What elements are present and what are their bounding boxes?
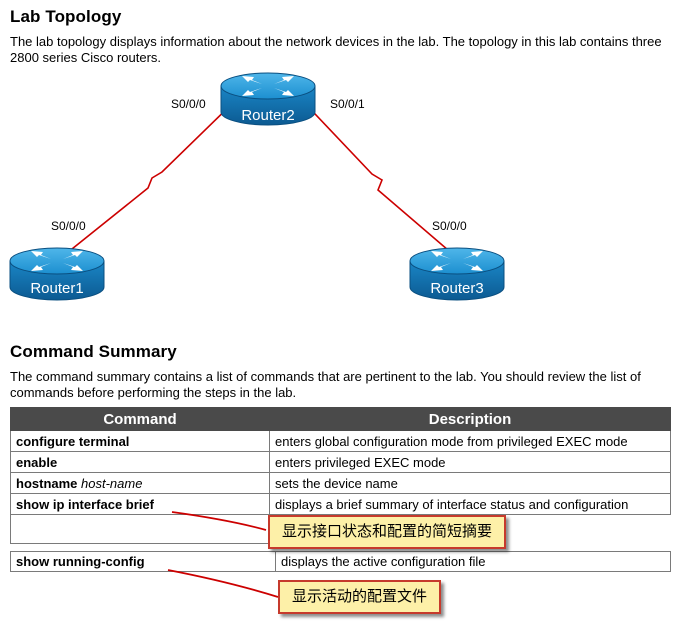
router1-label: Router1 [30,280,83,297]
header-description: Description [269,407,671,431]
annotation-callout-interface-brief: 显示接口状态和配置的简短摘要 [268,515,507,549]
table-header-row: Command Description [10,407,671,431]
command-cell: show ip interface brief [10,493,270,515]
topology-diagram: Router2 Router1 Router3 [9,72,505,301]
command-cell: show running-config [11,552,276,571]
summary-heading: Command Summary [10,342,177,361]
command-cell: configure terminal [10,430,270,452]
interface-label-r1-s000: S0/0/0 [51,219,86,233]
router3-icon[interactable]: Router3 [409,247,505,301]
command-argument: host-name [81,475,143,491]
annotation-callout-running-config: 显示活动的配置文件 [278,580,442,614]
description-cell: displays a brief summary of interface st… [269,493,671,515]
command-cell: hostname host-name [10,472,270,494]
router3-label: Router3 [430,280,483,297]
table-row: hostname host-name sets the device name [10,472,671,494]
command-cell [10,514,270,544]
router2-label: Router2 [241,107,294,124]
table-row: enable enters privileged EXEC mode [10,451,671,473]
pointer-line-running-config [167,569,279,598]
interface-label-r2-s001: S0/0/1 [330,97,365,111]
summary-description: The command summary contains a list of c… [10,369,641,400]
command-text: show ip interface brief [16,496,154,512]
serial-link-r1-r2 [51,95,241,266]
command-text: configure terminal [16,433,130,449]
command-text: enable [16,454,58,470]
table-row: configure terminal enters global configu… [10,430,671,452]
router1-icon[interactable]: Router1 [9,247,105,301]
command-text: hostname [16,475,78,491]
table-row: show ip interface brief displays a brief… [10,493,671,515]
description-cell: displays the active configuration file [281,554,486,569]
topology-heading: Lab Topology [10,7,122,26]
topology-description: The lab topology displays information ab… [10,34,662,65]
table-row-running-config: show running-config displays the active … [10,551,671,572]
serial-link-r2-r3 [297,95,463,263]
interface-label-r3-s000: S0/0/0 [432,219,467,233]
router2-icon[interactable]: Router2 [220,72,316,126]
interface-label-r2-s000: S0/0/0 [171,97,206,111]
description-cell: enters global configuration mode from pr… [269,430,671,452]
pointer-line-interface-brief [171,511,267,531]
